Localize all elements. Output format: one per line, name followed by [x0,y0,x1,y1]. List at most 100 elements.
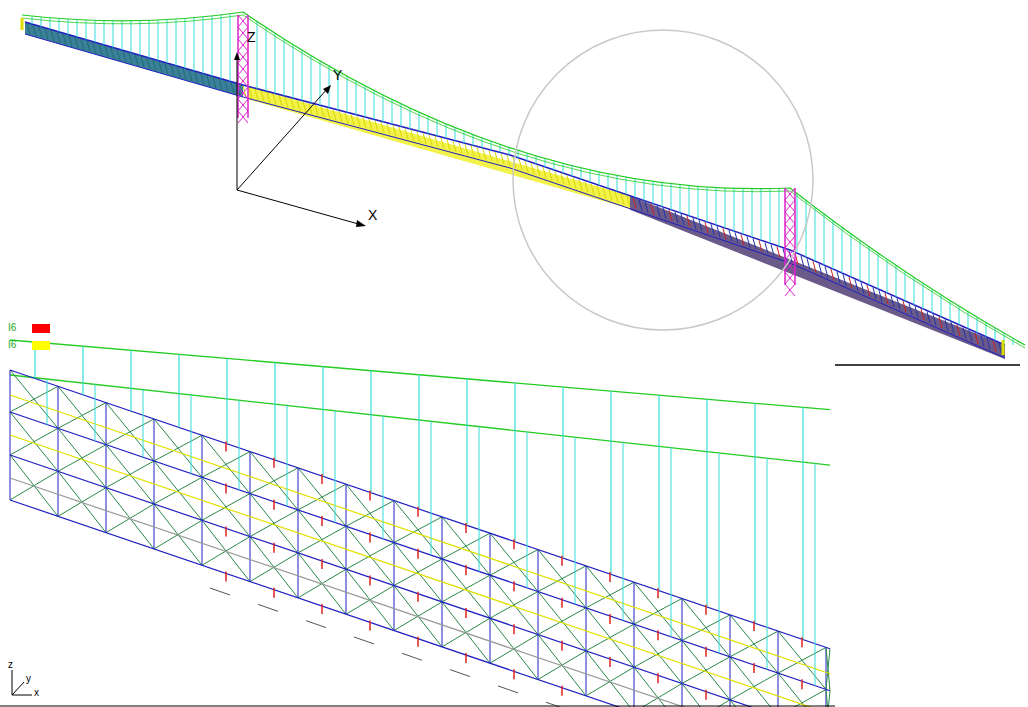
member [149,20,150,57]
member [572,166,573,176]
member [662,183,663,207]
member [250,452,298,510]
member [993,341,996,352]
member [459,143,462,154]
member [442,559,490,618]
member [561,173,564,184]
member [945,319,948,330]
member [867,285,870,296]
member [489,150,492,161]
member [374,91,375,120]
axis-triad-small [12,670,32,695]
member [154,461,202,520]
member [785,236,795,248]
member [401,104,402,126]
member [753,621,755,631]
member [63,34,66,45]
axis-label: Z [247,30,256,44]
member [802,407,803,639]
member [842,227,843,273]
member [815,208,816,262]
member [113,21,114,48]
member [482,138,483,148]
member [250,510,298,537]
member [1002,340,1005,355]
member [860,240,861,281]
member [507,155,510,166]
member [730,615,778,673]
member [423,133,426,144]
member [106,461,154,488]
member [465,653,467,663]
member [538,592,539,635]
member [707,187,708,222]
member [321,559,323,569]
member [735,232,738,243]
member [154,477,202,504]
axis-label: x [34,688,39,698]
member [104,21,105,45]
member [238,63,248,75]
member [394,543,442,602]
member [106,445,107,488]
member [238,75,248,87]
member [785,188,795,200]
member [851,234,852,277]
member [231,83,234,94]
member [57,32,60,43]
panel-rule [835,364,1020,366]
member [603,188,606,199]
member [609,614,611,624]
member [831,269,834,280]
member [586,566,587,608]
member [346,543,394,570]
member [381,122,384,133]
member [387,124,390,135]
member [47,379,48,425]
member [10,386,58,412]
member [394,501,442,559]
member [498,686,518,693]
member [525,161,528,172]
member [597,186,600,197]
member [657,630,659,640]
member [464,131,465,142]
member [567,175,570,186]
member [669,210,672,221]
member [554,161,555,170]
member [375,121,378,132]
member [778,647,826,673]
member [495,152,498,163]
member [322,367,323,477]
member [354,637,374,644]
member [315,105,318,116]
member [981,335,984,346]
member [699,220,702,231]
member [202,452,250,478]
member [761,189,762,240]
member [141,57,144,68]
member [41,17,42,27]
member [302,51,303,101]
member [513,539,515,549]
member [623,442,624,620]
member [957,325,960,336]
member [797,193,798,253]
member [69,36,72,47]
member [346,501,394,527]
member [538,550,539,592]
member [339,111,342,122]
member [447,139,450,150]
member [657,206,660,217]
member [25,34,1005,358]
member [657,673,659,683]
member [785,200,795,212]
member [933,314,936,325]
member [327,108,330,119]
member [10,370,830,649]
member [159,62,162,73]
member [785,212,795,224]
member [826,647,830,690]
member [238,27,248,39]
member [465,144,468,155]
